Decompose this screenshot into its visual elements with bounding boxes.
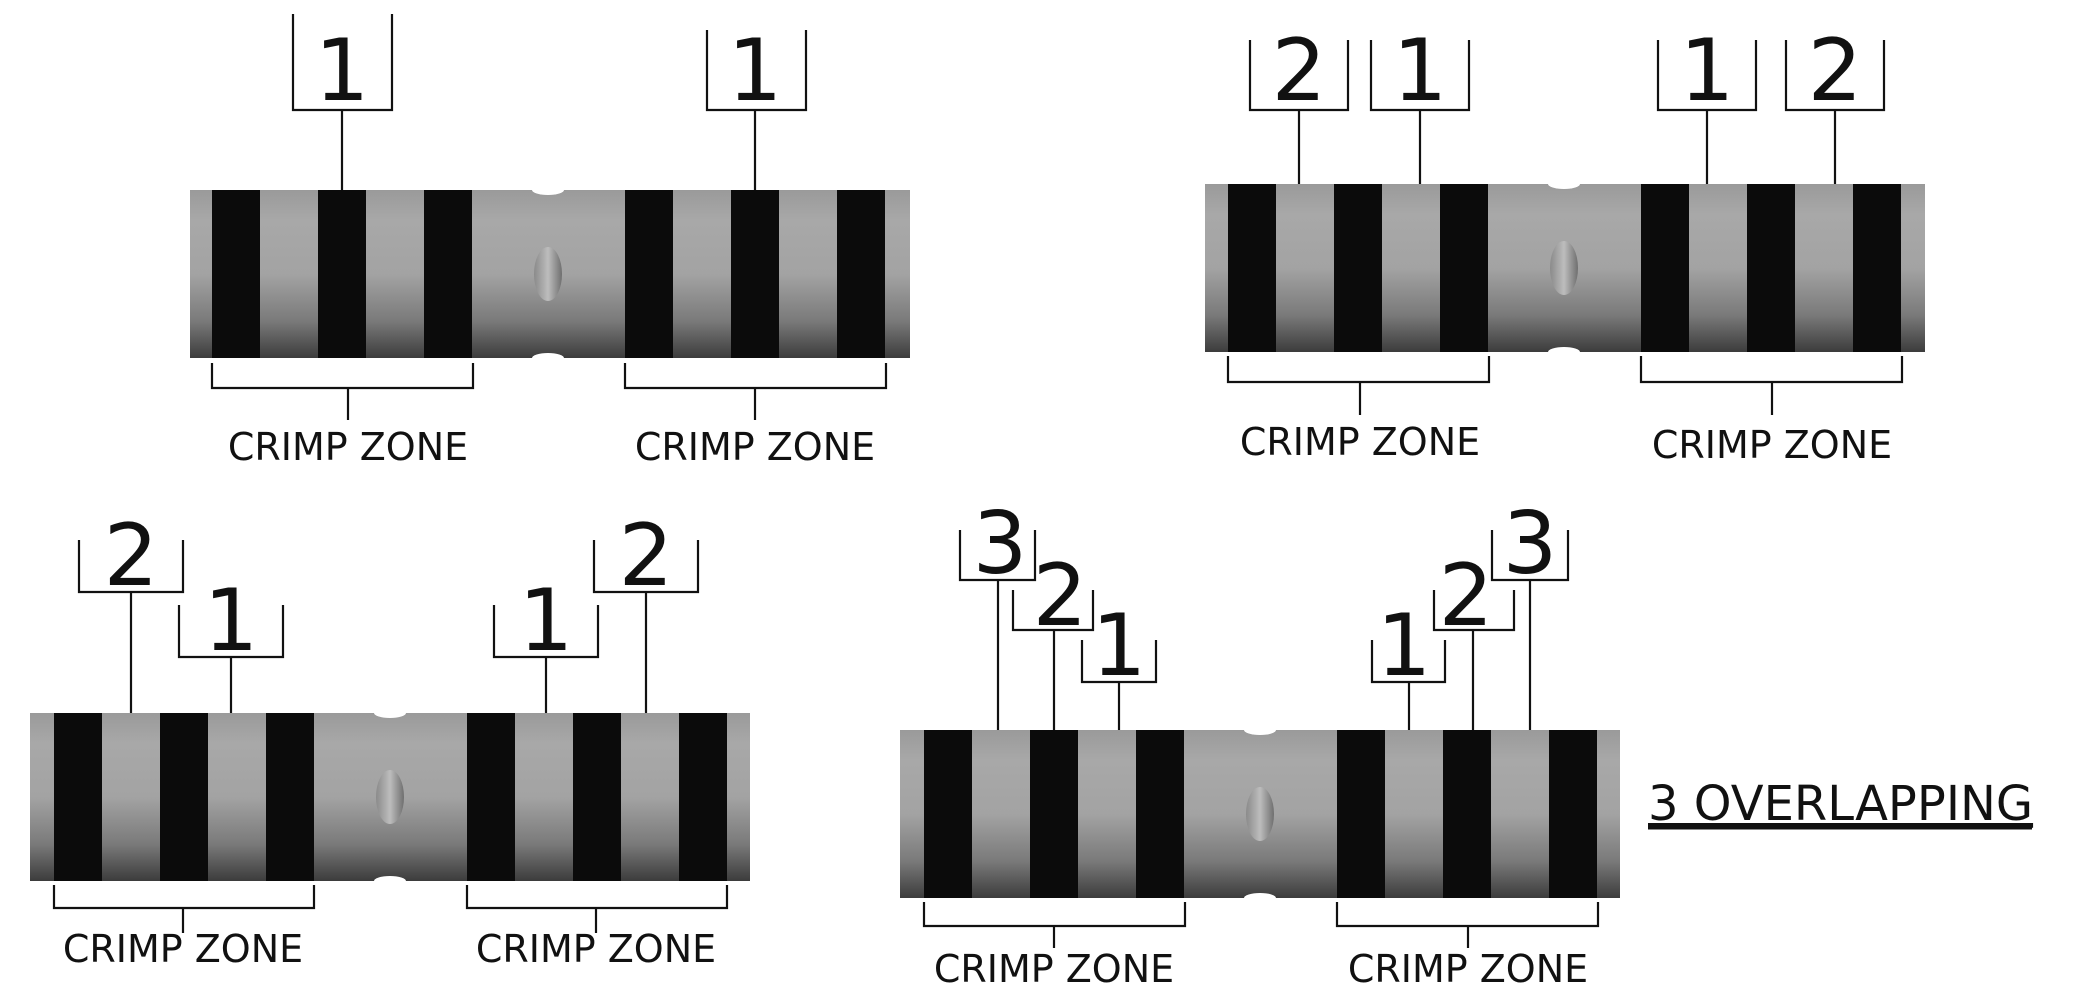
crimp-band	[160, 713, 208, 881]
center-notch	[532, 353, 564, 363]
crimp-zone-brackets: CRIMP ZONE CRIMP ZONE	[1226, 356, 1904, 467]
marker-label: 1	[1377, 596, 1432, 696]
crimp-band	[318, 190, 366, 358]
crimp-zone-label: CRIMP ZONE	[934, 947, 1174, 990]
crimp-zone-label: CRIMP ZONE	[228, 425, 468, 469]
marker-group: 2 1 1 2	[1248, 21, 1886, 184]
marker-label: 2	[1272, 21, 1327, 121]
marker-label: 1	[1680, 21, 1735, 121]
marker-label: 3	[1503, 494, 1558, 594]
crimp-band	[467, 713, 515, 881]
crimp-band	[54, 713, 102, 881]
overlap-caption: 3 OVERLAPPING	[1648, 776, 2033, 832]
marker-label: 1	[519, 571, 574, 671]
inspection-hole	[534, 247, 562, 301]
crimp-band	[573, 713, 621, 881]
marker-group: 1 1	[291, 14, 808, 190]
crimp-band	[1440, 184, 1488, 352]
crimp-band	[1030, 730, 1078, 898]
marker-label: 1	[204, 571, 259, 671]
crimp-band	[924, 730, 972, 898]
center-notch	[1244, 725, 1276, 735]
crimp-band	[1641, 184, 1689, 352]
diagram-top-left: 1 1 CRIMP ZONE CRIMP ZONE	[190, 14, 910, 469]
crimp-zone-label: CRIMP ZONE	[63, 927, 303, 971]
ferrule-tube	[190, 185, 910, 363]
center-notch	[374, 708, 406, 718]
center-notch	[1548, 347, 1580, 357]
crimp-band	[837, 190, 885, 358]
crimp-band	[1443, 730, 1491, 898]
inspection-hole	[1246, 787, 1274, 841]
crimp-zone-brackets: CRIMP ZONE CRIMP ZONE	[922, 902, 1600, 990]
crimp-band	[1853, 184, 1901, 352]
diagram-bottom-right: 3 2 1 1 2 3 CRIMP ZONE CRIMP ZONE	[900, 494, 1620, 990]
crimp-zone-label: CRIMP ZONE	[1348, 947, 1588, 990]
marker-label: 1	[315, 21, 370, 121]
inspection-hole	[1550, 241, 1578, 295]
crimp-zone-label: CRIMP ZONE	[476, 927, 716, 971]
crimp-zone-label: CRIMP ZONE	[1240, 420, 1480, 464]
crimp-band	[679, 713, 727, 881]
marker-label: 3	[973, 494, 1028, 594]
ferrule-tube	[1205, 179, 1925, 357]
marker-label: 1	[1393, 21, 1448, 121]
marker-label: 1	[728, 21, 783, 121]
marker-label: 1	[1092, 596, 1147, 696]
marker-label: 2	[1033, 546, 1088, 646]
inspection-hole	[376, 770, 404, 824]
crimp-band	[1228, 184, 1276, 352]
center-notch	[532, 185, 564, 195]
crimp-band	[424, 190, 472, 358]
crimp-band	[731, 190, 779, 358]
crimp-band	[1337, 730, 1385, 898]
marker-label: 2	[1439, 546, 1494, 646]
crimp-band	[625, 190, 673, 358]
crimp-band	[1549, 730, 1597, 898]
center-notch	[1548, 179, 1580, 189]
crimp-zone-brackets: CRIMP ZONE CRIMP ZONE	[210, 363, 888, 469]
crimp-band	[212, 190, 260, 358]
crimp-band	[1136, 730, 1184, 898]
diagram-bottom-left: 2 1 1 2 CRIMP ZONE CRIMP ZONE	[30, 506, 750, 971]
crimp-band	[1747, 184, 1795, 352]
crimp-band	[1334, 184, 1382, 352]
marker-group: 3 2 1 1 2 3	[958, 494, 1570, 730]
diagram-top-right: 2 1 1 2 CRIMP ZONE CRIMP ZONE	[1205, 21, 1925, 467]
center-notch	[1244, 893, 1276, 903]
ferrule-tube	[30, 708, 750, 886]
marker-group: 2 1 1 2	[77, 506, 700, 713]
marker-label: 2	[1808, 21, 1863, 121]
marker-label: 2	[104, 506, 159, 606]
ferrule-tube	[900, 725, 1620, 903]
crimp-zone-label: CRIMP ZONE	[1652, 423, 1892, 467]
crimp-zone-brackets: CRIMP ZONE CRIMP ZONE	[52, 885, 729, 971]
crimp-zone-label: CRIMP ZONE	[635, 425, 875, 469]
crimp-band	[266, 713, 314, 881]
marker-label: 2	[619, 506, 674, 606]
center-notch	[374, 876, 406, 886]
